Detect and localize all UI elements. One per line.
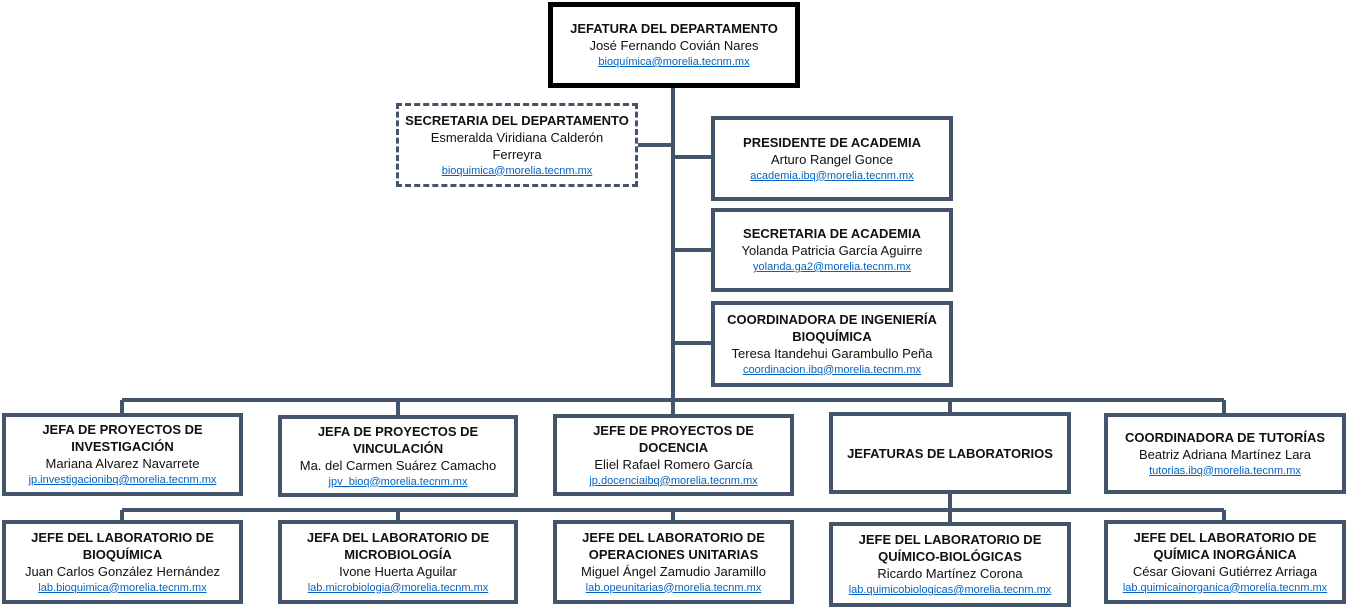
box-person: Mariana Alvarez Navarrete [45,456,200,471]
box-person: Teresa Itandehui Garambullo Peña [731,345,933,361]
box-person: Eliel Rafael Romero García [594,456,753,472]
org-box-jefaturas-laboratorios: JEFATURAS DE LABORATORIOS [829,412,1071,494]
box-person: Esmeralda Viridiana Calderón Ferreyra [430,129,604,162]
email-link[interactable]: coordinacion.ibq@morelia.tecnm.mx [742,363,922,376]
box-title: JEFA DE PROYECTOS DE INVESTIGACIÓN [42,422,203,454]
org-box-secretaria-departamento: SECRETARIA DEL DEPARTAMENTO Esmeralda Vi… [396,103,638,187]
box-title: PRESIDENTE DE ACADEMIA [743,134,921,150]
org-box-jefatura: JEFATURA DEL DEPARTAMENTO José Fernando … [548,2,800,88]
email-link[interactable]: bioquímica@morelia.tecnm.mx [598,56,750,68]
org-box-tutorias: COORDINADORA DE TUTORÍAS Beatriz Adriana… [1104,413,1346,494]
box-person: Beatriz Adriana Martínez Lara [1139,446,1311,462]
box-title: SECRETARIA DEL DEPARTAMENTO [405,112,629,128]
org-box-lab-quimico-biologicas: JEFE DEL LABORATORIO DE QUÍMICO-BIOLÓGIC… [829,522,1071,607]
box-title: JEFATURAS DE LABORATORIOS [847,445,1053,461]
email-link[interactable]: academia.ibq@morelia.tecnm.mx [750,169,914,182]
org-box-investigacion: JEFA DE PROYECTOS DE INVESTIGACIÓN Maria… [2,413,243,496]
email-link[interactable]: lab.opeunitarias@morelia.tecnm.mx [585,581,762,594]
box-title: JEFE DEL LABORATORIO DE QUÍMICA INORGÁNI… [1133,529,1317,562]
box-title: JEFA DE PROYECTOS DE VINCULACIÓN [317,423,479,456]
email-link[interactable]: lab.bioquimica@morelia.tecnm.mx [38,581,207,594]
box-person: Ivone Huerta Aguilar [339,563,457,579]
email-link[interactable]: jp.investigacionibq@morelia.tecnm.mx [28,474,217,486]
box-title: JEFA DEL LABORATORIO DE MICROBIOLOGÍA [306,529,490,562]
box-person: Juan Carlos González Hernández [24,563,221,579]
box-person: Yolanda Patricia García Aguirre [741,243,923,258]
box-title: JEFE DEL LABORATORIO DE BIOQUÍMICA [31,529,214,562]
org-box-lab-operaciones: JEFE DEL LABORATORIO DE OPERACIONES UNIT… [553,520,794,604]
email-link[interactable]: lab.quimicainorganica@morelia.tecnm.mx [1122,581,1328,594]
org-box-vinculacion: JEFA DE PROYECTOS DE VINCULACIÓN Ma. del… [278,415,518,497]
box-person: José Fernando Covián Nares [589,38,759,53]
box-title: SECRETARIA DE ACADEMIA [743,226,921,241]
box-title: JEFE DEL LABORATORIO DE OPERACIONES UNIT… [582,529,765,562]
email-link[interactable]: tutorias.ibq@morelia.tecnm.mx [1149,464,1301,477]
email-link[interactable]: yolanda.ga2@morelia.tecnm.mx [753,261,911,273]
box-title: COORDINADORA DE TUTORÍAS [1124,429,1326,445]
box-title: JEFE DE PROYECTOS DE DOCENCIA [593,422,754,455]
email-link[interactable]: lab.microbiologia@morelia.tecnm.mx [307,581,489,594]
email-link[interactable]: jpv_bioq@morelia.tecnm.mx [328,475,468,488]
org-box-secretaria-academia: SECRETARIA DE ACADEMIA Yolanda Patricia … [711,208,953,292]
box-person: Ma. del Carmen Suárez Camacho [299,457,497,473]
box-title: JEFATURA DEL DEPARTAMENTO [570,21,778,36]
box-person: Ricardo Martínez Corona [877,566,1023,581]
email-link[interactable]: lab.quimicobiologicas@morelia.tecnm.mx [848,584,1052,596]
email-link[interactable]: bioquimica@morelia.tecnm.mx [441,164,593,177]
org-box-lab-microbiologia: JEFA DEL LABORATORIO DE MICROBIOLOGÍA Iv… [278,520,518,604]
org-box-lab-quimica-inorganica: JEFE DEL LABORATORIO DE QUÍMICA INORGÁNI… [1104,520,1346,604]
box-person: Miguel Ángel Zamudio Jaramillo [581,563,766,579]
org-box-lab-bioquimica: JEFE DEL LABORATORIO DE BIOQUÍMICA Juan … [2,520,243,604]
org-box-docencia: JEFE DE PROYECTOS DE DOCENCIA Eliel Rafa… [553,414,794,496]
org-box-coordinadora-ibq: COORDINADORA DE INGENIERÍA BIOQUÍMICA Te… [711,301,953,387]
org-box-presidente-academia: PRESIDENTE DE ACADEMIA Arturo Rangel Gon… [711,116,953,201]
email-link[interactable]: jp.docenciaibq@morelia.tecnm.mx [589,474,758,487]
box-title: JEFE DEL LABORATORIO DE QUÍMICO-BIOLÓGIC… [858,532,1042,564]
box-person: César Giovani Gutiérrez Arriaga [1132,563,1318,579]
box-title: COORDINADORA DE INGENIERÍA BIOQUÍMICA [727,311,937,344]
box-person: Arturo Rangel Gonce [770,151,894,167]
